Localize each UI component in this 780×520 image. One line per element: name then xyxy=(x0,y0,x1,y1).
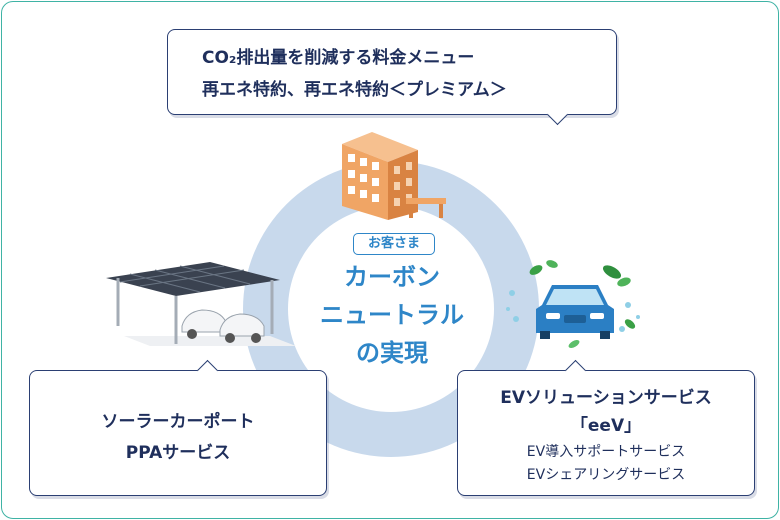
right-service-sub1: EV導入サポートサービス xyxy=(526,444,686,460)
customer-badge: お客さま xyxy=(353,233,435,255)
solar-carport-icon xyxy=(106,262,296,346)
ev-car-icon xyxy=(506,285,640,339)
left-service-line2: PPAサービス xyxy=(125,443,231,463)
center-title-line: ニュートラル xyxy=(320,301,464,329)
callout-pointer xyxy=(564,359,587,382)
callout-pointer xyxy=(196,359,219,382)
center-title: カーボン ニュートラル の実現 xyxy=(298,258,486,372)
top-service-callout: CO₂排出量を削減する料金メニュー 再エネ特約、再エネ特約＜プレミアム＞ xyxy=(167,29,617,126)
ev-solution-callout: EVソリューションサービス 「eeV」 EV導入サポートサービス EVシェアリン… xyxy=(457,359,755,496)
right-service-name: 「eeV」 xyxy=(570,416,642,436)
leaf-icon xyxy=(529,260,636,348)
right-service-sub2: EVシェアリングサービス xyxy=(526,467,686,483)
building-icon xyxy=(342,132,446,220)
center-title-line: カーボン xyxy=(344,263,440,291)
center-title-line: の実現 xyxy=(356,339,428,367)
left-service-line1: ソーラーカーポート xyxy=(101,412,255,432)
callout-pointer xyxy=(546,103,569,126)
top-service-line1: CO₂排出量を削減する料金メニュー xyxy=(202,48,475,68)
solar-carport-callout: ソーラーカーポート PPAサービス xyxy=(29,359,327,496)
top-service-line2: 再エネ特約、再エネ特約＜プレミアム＞ xyxy=(202,80,507,100)
right-service-title: EVソリューションサービス xyxy=(500,388,712,408)
